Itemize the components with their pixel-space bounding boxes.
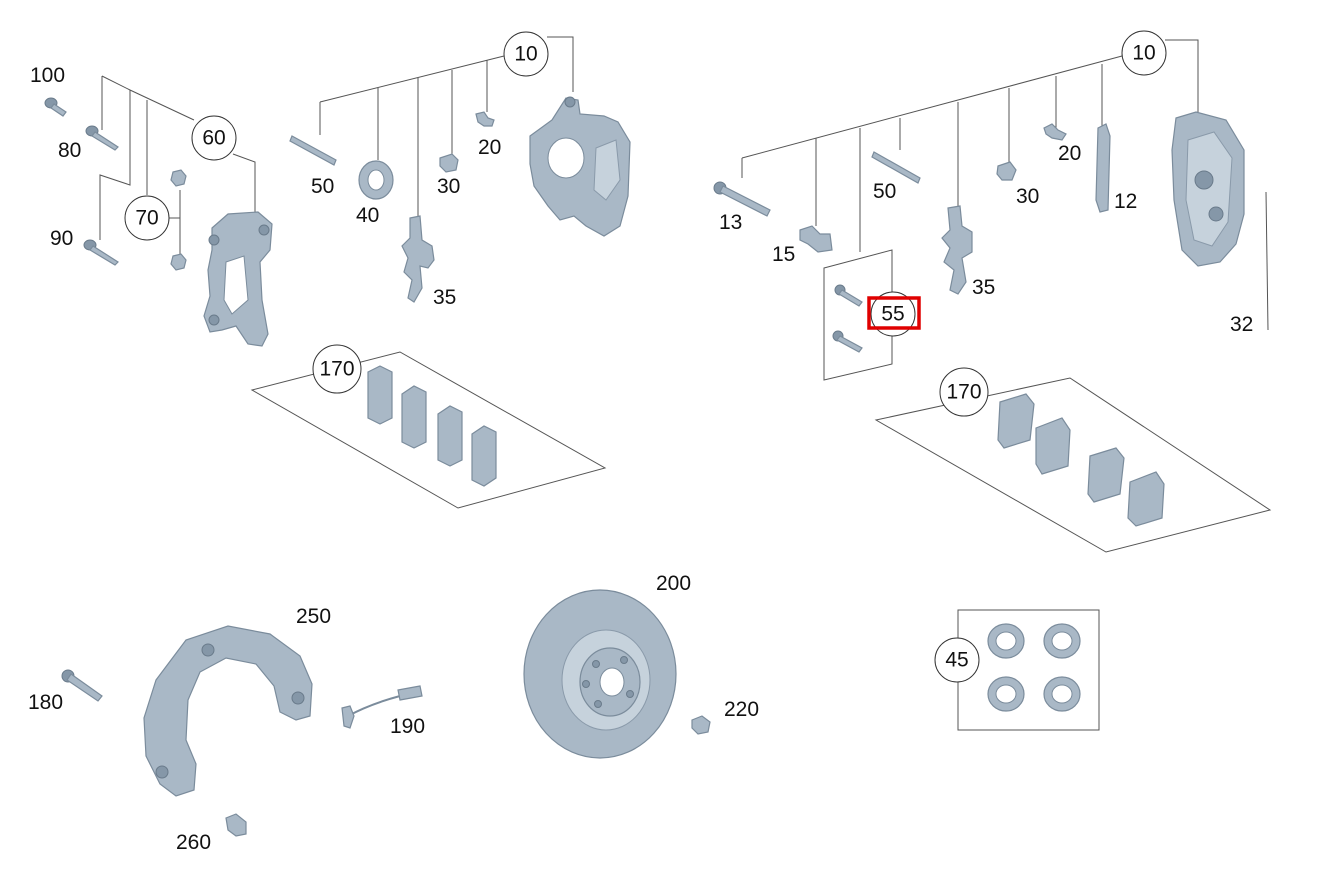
plate-12[interactable] — [1095, 123, 1111, 213]
part-label-35-left[interactable]: 35 — [433, 286, 456, 309]
caliper-housing-10-left[interactable] — [529, 96, 631, 237]
part-label-30-left[interactable]: 30 — [437, 175, 460, 198]
caliper-bracket-60[interactable] — [203, 211, 273, 347]
callout-label-60: 60 — [202, 127, 225, 150]
part-label-50-right[interactable]: 50 — [873, 180, 896, 203]
part-label-260[interactable]: 260 — [176, 831, 211, 854]
brake-disc-200[interactable] — [523, 589, 677, 759]
part-label-15[interactable]: 15 — [772, 243, 795, 266]
pad-set-box-170-right — [874, 377, 1272, 553]
part-label-20-right[interactable]: 20 — [1058, 142, 1081, 165]
spring-clip-35-right[interactable] — [941, 205, 973, 295]
part-label-190[interactable]: 190 — [390, 715, 425, 738]
part-label-30-right[interactable]: 30 — [1016, 185, 1039, 208]
pin-55-bottom[interactable] — [832, 330, 863, 353]
kit-box-55 — [823, 249, 893, 381]
bushing-30-right[interactable] — [996, 161, 1017, 181]
bolt-80[interactable] — [85, 125, 119, 151]
leader-group-10-right — [741, 39, 1199, 252]
screw-220[interactable] — [691, 715, 711, 735]
bolt-13[interactable] — [713, 181, 771, 217]
wear-sensor-190[interactable] — [341, 685, 423, 729]
seal-ring-45-1[interactable] — [987, 623, 1025, 659]
bleed-valve-20-right[interactable] — [1043, 123, 1067, 141]
part-label-20-left[interactable]: 20 — [478, 136, 501, 159]
nut-70-top[interactable] — [170, 169, 187, 187]
callout-label-45: 45 — [945, 649, 968, 672]
brake-pad-170-left-2[interactable] — [401, 385, 427, 449]
brake-pad-170-left-4[interactable] — [471, 425, 497, 487]
callout-10-right[interactable]: 10 — [1121, 30, 1167, 76]
seal-kit-box-45 — [957, 609, 1100, 731]
leader-group-60-70 — [99, 75, 256, 258]
seal-ring-45-4[interactable] — [1043, 676, 1081, 712]
part-label-180[interactable]: 180 — [28, 691, 63, 714]
callout-label-70: 70 — [135, 207, 158, 230]
callout-10-left[interactable]: 10 — [503, 31, 549, 77]
part-label-80[interactable]: 80 — [58, 139, 81, 162]
highlight-box-55 — [867, 296, 921, 330]
part-label-50-left[interactable]: 50 — [311, 175, 334, 198]
brake-pad-170-right-3[interactable] — [1087, 447, 1125, 503]
bolt-15[interactable] — [799, 225, 833, 253]
seal-ring-45-2[interactable] — [1043, 623, 1081, 659]
nut-70-bottom[interactable] — [170, 253, 187, 271]
callout-60[interactable]: 60 — [191, 115, 237, 161]
brake-pad-170-left-3[interactable] — [437, 405, 463, 467]
guide-pin-50-left[interactable] — [289, 135, 337, 166]
part-label-32[interactable]: 32 — [1230, 313, 1253, 336]
callout-label-10-right: 10 — [1132, 42, 1155, 65]
part-label-220[interactable]: 220 — [724, 698, 759, 721]
leader-group-10-left — [319, 36, 574, 222]
callout-label-170-left: 170 — [319, 358, 354, 381]
bleed-valve-20-left[interactable] — [475, 111, 495, 127]
part-label-90[interactable]: 90 — [50, 227, 73, 250]
pin-55-top[interactable] — [834, 284, 863, 307]
part-label-40[interactable]: 40 — [356, 204, 379, 227]
callout-label-10-left: 10 — [514, 43, 537, 66]
seal-ring-40[interactable] — [358, 160, 394, 200]
callout-45[interactable]: 45 — [934, 637, 980, 683]
pad-set-box-170-left — [250, 351, 607, 509]
part-label-13[interactable]: 13 — [719, 211, 742, 234]
caliper-housing-32[interactable] — [1171, 111, 1269, 331]
seal-ring-45-3[interactable] — [987, 676, 1025, 712]
bolt-100[interactable] — [44, 97, 67, 117]
dust-shield-250[interactable] — [143, 625, 313, 797]
spring-clip-35-left[interactable] — [401, 215, 435, 303]
bolt-260[interactable] — [225, 813, 247, 837]
guide-pin-50-right[interactable] — [871, 151, 921, 184]
bushing-30-left[interactable] — [439, 153, 459, 173]
part-label-35-right[interactable]: 35 — [972, 276, 995, 299]
brake-pad-170-right-4[interactable] — [1127, 471, 1165, 527]
brake-pad-170-right-1[interactable] — [997, 393, 1035, 449]
part-label-200[interactable]: 200 — [656, 572, 691, 595]
bolt-90[interactable] — [83, 239, 119, 266]
callout-170-left[interactable]: 170 — [312, 344, 362, 394]
part-label-250[interactable]: 250 — [296, 605, 331, 628]
callout-label-55: 55 — [881, 303, 904, 326]
callout-label-170-right: 170 — [946, 381, 981, 404]
part-label-12[interactable]: 12 — [1114, 190, 1137, 213]
brake-pad-170-left-1[interactable] — [367, 365, 393, 425]
brake-pad-170-right-2[interactable] — [1035, 417, 1071, 475]
callout-70[interactable]: 70 — [124, 195, 170, 241]
part-label-100[interactable]: 100 — [30, 64, 65, 87]
bolt-180[interactable] — [61, 669, 103, 702]
callout-55[interactable]: 55 — [867, 291, 921, 337]
callout-170-right[interactable]: 170 — [939, 367, 989, 417]
